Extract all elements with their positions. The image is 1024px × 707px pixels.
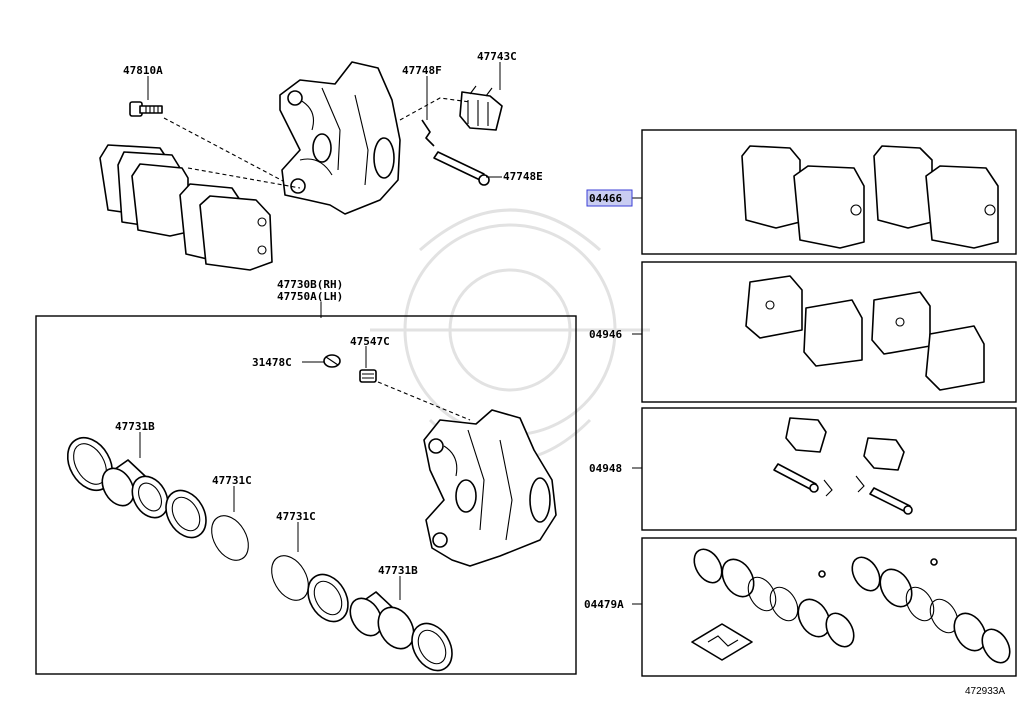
callout-47750A: 47750A(LH)	[277, 290, 343, 303]
caliper-body-lower	[423, 409, 557, 567]
boot-lower	[307, 573, 349, 623]
callout-47748E: 47748E	[503, 170, 543, 183]
bolt-47810A	[129, 101, 163, 117]
callout-47810A: 47810A	[123, 64, 163, 77]
kit-04466-pads	[741, 145, 999, 249]
callout-47730B: 47730B(RH)	[277, 278, 343, 291]
callout-31478C: 31478C	[252, 356, 292, 369]
upper-leaders	[147, 62, 502, 318]
clip-47748F	[421, 119, 435, 147]
callout-47731C-left: 47731C	[276, 510, 316, 523]
seal-ring-47731B-lower	[411, 622, 453, 672]
kit-box-04479A	[641, 537, 1017, 677]
piston-upper	[101, 459, 169, 519]
kit-box-04946	[641, 261, 1017, 403]
callout-47743C: 47743C	[477, 50, 517, 63]
callout-47547C: 47547C	[350, 335, 390, 348]
snap-ring-47731C-right	[211, 515, 249, 561]
callout-47731B-upper: 47731B	[115, 420, 155, 433]
pin-47748E	[433, 151, 490, 186]
brake-pads-upper-left	[99, 144, 273, 271]
piston-lower	[349, 591, 415, 650]
kit-label-04946[interactable]: 04946	[589, 328, 622, 341]
highlight-04466	[586, 189, 633, 207]
kit-04479A-seals	[691, 548, 1011, 664]
kit-box-04948	[641, 407, 1017, 531]
kit-label-04479A[interactable]: 04479A	[584, 598, 624, 611]
callout-47748F: 47748F	[402, 64, 442, 77]
lower-caliper-assembly	[66, 346, 557, 672]
diagram-reference-number: 472933A	[965, 686, 1005, 697]
caliper-assembly-box	[35, 315, 577, 675]
bleeder-47547C	[359, 346, 377, 383]
kit-04946-shims	[745, 275, 985, 391]
seal-ring-47731B-upper	[66, 436, 114, 492]
kit-label-04466[interactable]: 04466	[589, 192, 622, 205]
snap-ring-47731C-left	[271, 555, 309, 601]
callout-47731B-lower: 47731B	[378, 564, 418, 577]
caliper-bracket-upper	[279, 61, 401, 215]
kit-box-04466	[641, 129, 1017, 255]
pad-support-47743C	[459, 85, 503, 131]
upper-caliper-assembly	[99, 61, 503, 271]
callout-47731C-right: 47731C	[212, 474, 252, 487]
boot-upper	[165, 489, 207, 539]
kit-04948-clips	[773, 417, 913, 515]
kit-label-04948[interactable]: 04948	[589, 462, 622, 475]
cap-31478C	[302, 354, 341, 368]
